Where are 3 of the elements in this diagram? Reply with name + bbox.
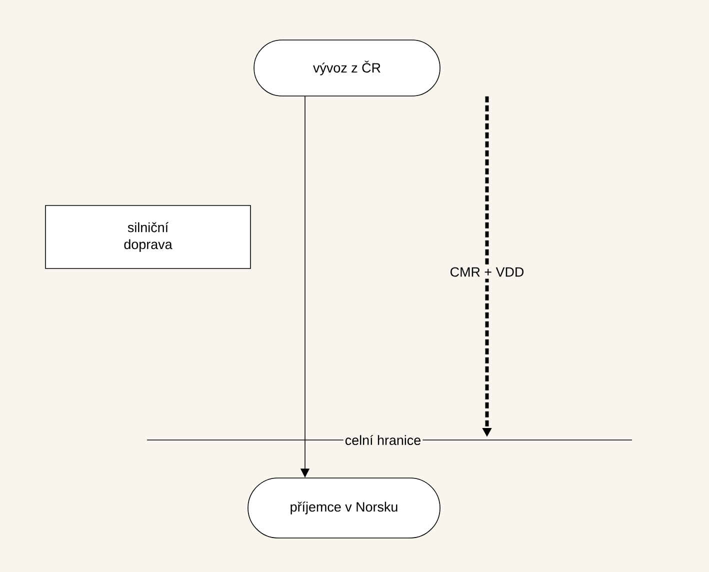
edge-label: CMR + VDD [448,265,526,279]
border-label: celní hranice [343,433,423,446]
text-box: silniční doprava [45,205,251,269]
